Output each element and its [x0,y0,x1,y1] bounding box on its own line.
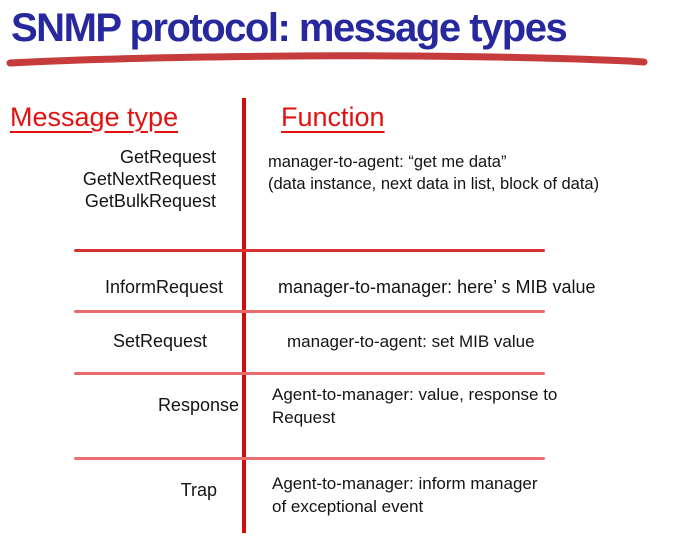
message-type-cell: GetRequest GetNextRequest GetBulkRequest [20,146,216,212]
message-type-label: GetRequest [119,147,216,167]
message-type-cell: SetRequest [20,330,207,352]
message-type-cell: Response [20,394,239,416]
function-cell: Agent-to-manager: inform manager of exce… [272,472,538,518]
function-text-line: manager-to-agent: set MIB value [287,332,535,351]
message-type-label: InformRequest [104,277,223,297]
function-text-line: Agent-to-manager: inform manager [272,474,538,493]
row-separator [74,310,545,313]
function-text-line: of exceptional event [272,497,424,516]
message-type-cell: InformRequest [20,276,223,298]
column-header-function: Function [281,102,385,132]
message-type-label: SetRequest [112,331,207,351]
message-type-label: Response [157,395,239,415]
function-cell: manager-to-manager: here’ s MIB value [278,276,595,298]
slide-title: SNMP protocol: message types [11,6,568,50]
message-type-cell: Trap [20,479,217,501]
function-text-line: manager-to-agent: “get me data” [268,153,507,171]
function-text-line: Agent-to-manager: value, response to [272,385,558,404]
title-underline-stroke [6,52,648,67]
function-cell: Agent-to-manager: value, response to Req… [272,383,557,429]
message-type-label: GetBulkRequest [84,191,216,211]
function-text-line: Request [272,408,336,427]
function-cell: manager-to-agent: set MIB value [287,331,535,353]
function-cell: manager-to-agent: “get me data” (data in… [268,151,599,195]
column-divider-line [242,98,246,533]
message-type-label: GetNextRequest [82,169,216,189]
function-text-line: (data instance, next data in list, block… [268,175,600,193]
column-header-message-type: Message type [10,102,179,132]
row-separator [74,457,545,460]
message-type-label: Trap [180,480,217,500]
row-separator [74,372,545,375]
row-separator [74,249,545,252]
function-text-line: manager-to-manager: here’ s MIB value [278,277,596,297]
